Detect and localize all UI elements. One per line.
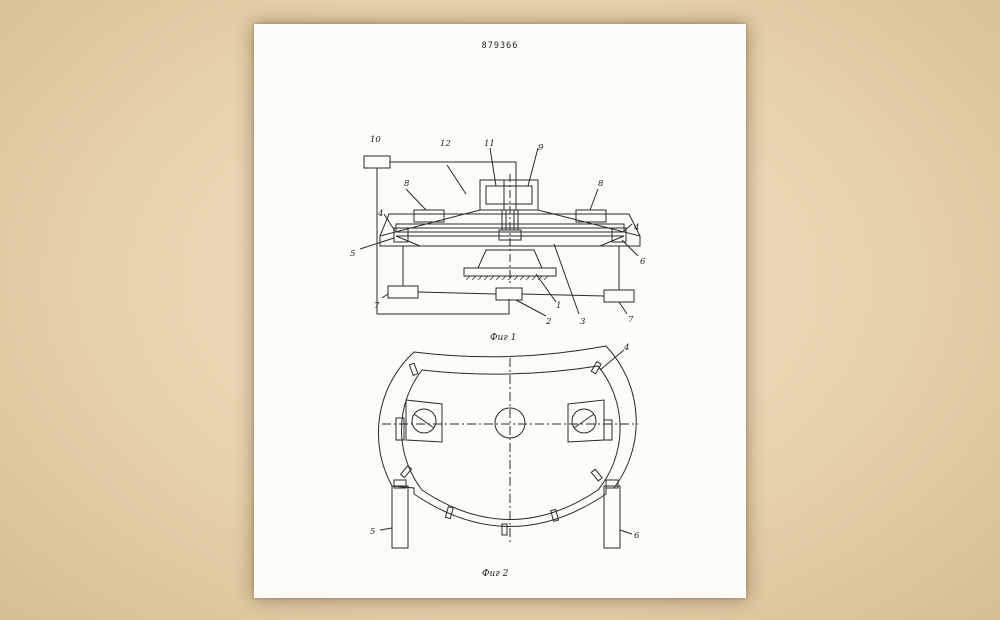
fig2-drawing (377, 345, 638, 549)
label-9: 9 (538, 143, 544, 153)
label-8-right: 8 (598, 179, 604, 189)
label-6: 6 (640, 257, 646, 267)
label-8-left: 8 (404, 179, 410, 189)
block-7-right (603, 289, 635, 303)
fig2-label-4: 4 (623, 343, 629, 353)
document-page: 8 7 9 3 6 6 (254, 24, 746, 598)
station-right (567, 399, 605, 443)
label-12: 12 (440, 139, 451, 149)
block-4-left (393, 227, 409, 243)
fig2-label-6: 6 (634, 531, 640, 541)
return-line-10 (376, 168, 510, 315)
station-left (405, 399, 443, 443)
label-4-left: 4 (377, 209, 383, 219)
label-1: 1 (556, 301, 561, 311)
label-7-right: 7 (628, 315, 634, 325)
fig2-label-5: 5 (370, 527, 375, 537)
label-5: 5 (350, 249, 355, 259)
block-7-left (387, 285, 419, 299)
technical-drawing: 10 12 11 9 8 8 4 4 5 6 3 1 2 7 7 Фиг 1 4… (350, 135, 646, 579)
fig2-caption: Фиг 2 (482, 569, 509, 579)
center-disk (494, 407, 526, 439)
fig1-caption: Фиг 1 (490, 333, 516, 343)
block-4-right (611, 227, 627, 243)
label-3: 3 (580, 317, 585, 327)
drive-housing (479, 179, 539, 211)
leg-6 (603, 485, 621, 549)
outer-frame (377, 345, 637, 527)
label-10: 10 (370, 135, 381, 145)
document-number: 879366 (481, 41, 519, 51)
label-4-right: 4 (633, 223, 639, 233)
label-2: 2 (545, 317, 551, 327)
fig1-drawing (359, 147, 641, 317)
feed-line-10 (390, 161, 517, 180)
label-7-left: 7 (374, 301, 380, 311)
inner-ring (400, 365, 621, 520)
leg-5 (391, 485, 409, 549)
block-8-left (413, 209, 445, 223)
block-8-right (575, 209, 607, 223)
block-2 (495, 287, 523, 301)
label-11: 11 (484, 139, 495, 149)
block-10 (363, 155, 391, 169)
